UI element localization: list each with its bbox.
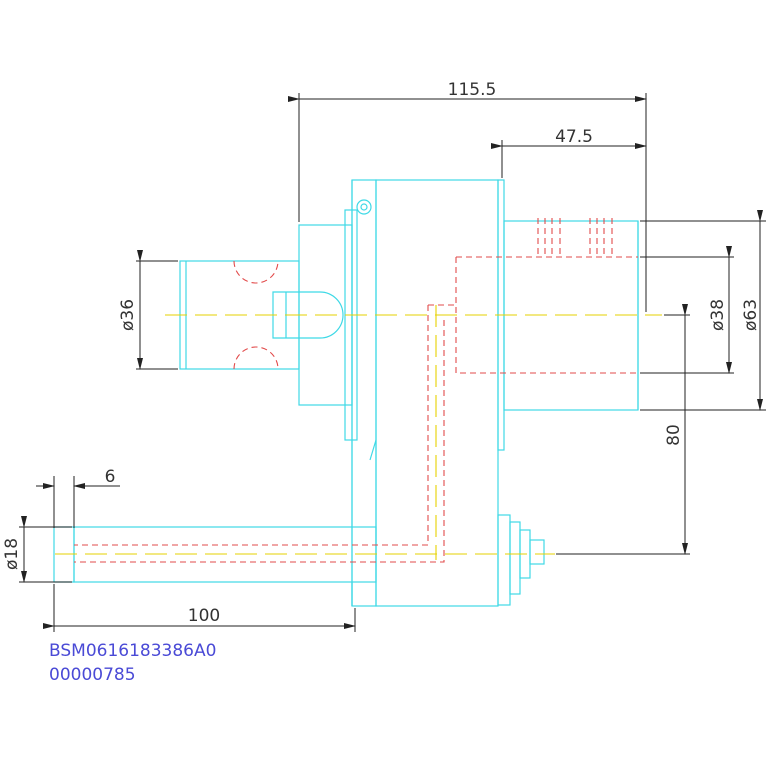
part-outline [53, 179, 639, 607]
dim-overall-length: 115.5 [448, 80, 497, 100]
part-number-line-1: BSM0616183386A0 [49, 641, 217, 661]
dim-output-diameter-outer: ø63 [741, 299, 761, 331]
dim-output-diameter-inner: ø38 [708, 299, 728, 331]
dim-gap: 6 [105, 467, 116, 487]
dim-input-diameter: ø36 [118, 299, 138, 331]
part-number-line-2: 00000785 [49, 665, 136, 685]
dim-shaft-length: 47.5 [555, 127, 593, 147]
center-lines [55, 305, 662, 560]
dim-motor-length: 100 [188, 606, 220, 626]
dimension-lines [19, 93, 766, 632]
dim-motor-diameter: ø18 [2, 538, 22, 570]
hidden-lines [74, 218, 638, 563]
dim-offset: 80 [664, 424, 684, 446]
